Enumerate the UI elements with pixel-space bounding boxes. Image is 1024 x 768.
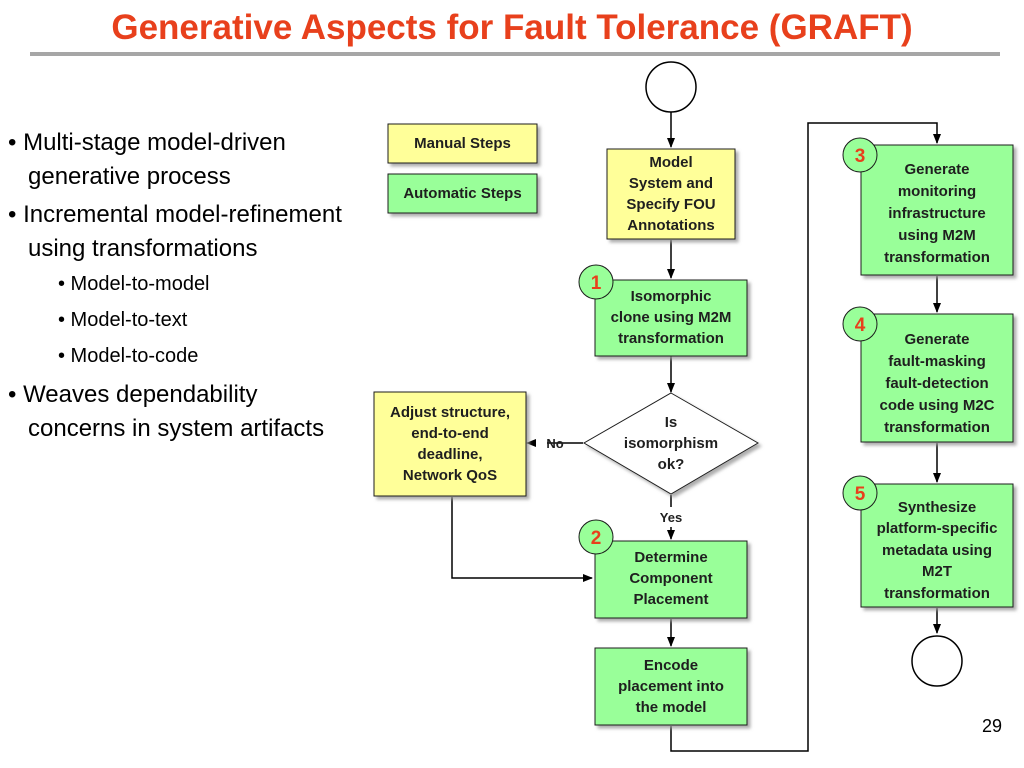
step2-text: Placement	[633, 591, 708, 608]
step1-text: transformation	[618, 330, 724, 347]
step4-fault-masking-code: Generate fault-masking fault-detection c…	[842, 306, 1014, 443]
step2-determine-placement: Determine Component Placement 2	[578, 519, 748, 619]
step4-text: code using M2C	[879, 397, 994, 414]
encode-text: placement into	[618, 678, 724, 695]
legend-automatic-swatch	[387, 173, 538, 214]
arrow-adjust-to-step2	[451, 497, 593, 582]
step4-text: fault-detection	[885, 375, 988, 392]
model-system-text: Model	[649, 154, 692, 171]
arrow-encode-to-step3	[670, 122, 941, 752]
step2-box	[594, 540, 748, 619]
step5-text: Synthesize	[898, 499, 976, 516]
step1-badge	[578, 264, 614, 300]
bullet-item: • Weaves dependability concerns in syste…	[8, 381, 325, 442]
step5-box	[860, 483, 1014, 608]
model-system-text: Specify FOU	[626, 196, 715, 213]
no-label: No	[546, 436, 563, 451]
step5-text: platform-specific	[877, 520, 998, 537]
step3-text: Generate	[904, 161, 969, 178]
end-node	[911, 635, 963, 687]
sub-bullet-item: • Model-to-code	[58, 345, 199, 367]
decision-text: isomorphism	[624, 435, 718, 452]
step5-text: transformation	[884, 585, 990, 602]
legend-automatic-label: Automatic Steps	[403, 185, 521, 202]
step2-number: 2	[591, 528, 602, 549]
step4-box	[860, 313, 1014, 443]
encode-text: Encode	[644, 657, 698, 674]
step5-platform-metadata: Synthesize platform-specific metadata us…	[842, 475, 1014, 608]
connectors	[451, 112, 941, 752]
start-node	[645, 61, 697, 113]
step3-text: transformation	[884, 249, 990, 266]
step4-number: 4	[855, 315, 866, 336]
step4-badge	[842, 306, 878, 342]
sub-bullet-item: • Model-to-text	[58, 309, 188, 331]
step3-monitoring-infrastructure: Generate monitoring infrastructure using…	[842, 137, 1014, 276]
step2-text: Component	[629, 570, 712, 587]
encode-text: the model	[636, 699, 707, 716]
encode-placement-step: Encode placement into the model	[594, 647, 748, 726]
step3-box	[860, 144, 1014, 276]
page-number: 29	[981, 716, 1002, 736]
legend-manual-label: Manual Steps	[414, 135, 511, 152]
step1-text: Isomorphic	[631, 288, 712, 305]
step1-isomorphic-clone: Isomorphic clone using M2M transformatio…	[578, 264, 748, 357]
step5-number: 5	[855, 484, 866, 505]
step2-text: Determine	[634, 549, 707, 566]
yes-label: Yes	[660, 510, 682, 525]
model-system-step: Model System and Specify FOU Annotations	[606, 148, 736, 240]
sub-bullet-item: • Model-to-model	[58, 273, 210, 295]
adjust-structure-step: Adjust structure, end-to-end deadline, N…	[373, 391, 527, 497]
step5-text: M2T	[922, 563, 952, 580]
step5-badge	[842, 475, 878, 511]
model-system-text: System and	[629, 175, 713, 192]
adjust-text: Network QoS	[403, 467, 497, 484]
bullet-item: • Multi-stage model-driven generative pr…	[8, 129, 286, 190]
step1-text: clone using M2M	[611, 309, 732, 326]
step3-text: infrastructure	[888, 205, 986, 222]
adjust-text: deadline,	[417, 446, 482, 463]
legend: Manual Steps Automatic Steps	[387, 123, 538, 214]
bullet-item: • Incremental model-refinement using tra…	[8, 201, 342, 262]
isomorphism-decision: Is isomorphism ok?	[583, 392, 759, 495]
step1-box	[594, 279, 748, 357]
title-underline	[30, 52, 1000, 56]
adjust-box	[373, 391, 527, 497]
adjust-text: end-to-end	[411, 425, 488, 442]
model-system-box	[606, 148, 736, 240]
model-system-text: Annotations	[627, 217, 715, 234]
step4-text: transformation	[884, 419, 990, 436]
step1-number: 1	[591, 273, 602, 294]
step3-badge	[842, 137, 878, 173]
encode-box	[594, 647, 748, 726]
decision-diamond	[583, 392, 759, 495]
legend-manual-swatch	[387, 123, 538, 164]
step3-text: using M2M	[898, 227, 976, 244]
slide-title: Generative Aspects for Fault Tolerance (…	[111, 8, 913, 47]
decision-text: Is	[665, 414, 678, 431]
step4-text: fault-masking	[888, 353, 986, 370]
adjust-text: Adjust structure,	[390, 404, 510, 421]
step5-text: metadata using	[882, 542, 992, 559]
bullet-list: • Multi-stage model-driven generative pr…	[8, 126, 358, 450]
step3-number: 3	[855, 146, 866, 167]
decision-text: ok?	[658, 456, 685, 473]
step2-badge	[578, 519, 614, 555]
step4-text: Generate	[904, 331, 969, 348]
step3-text: monitoring	[898, 183, 976, 200]
